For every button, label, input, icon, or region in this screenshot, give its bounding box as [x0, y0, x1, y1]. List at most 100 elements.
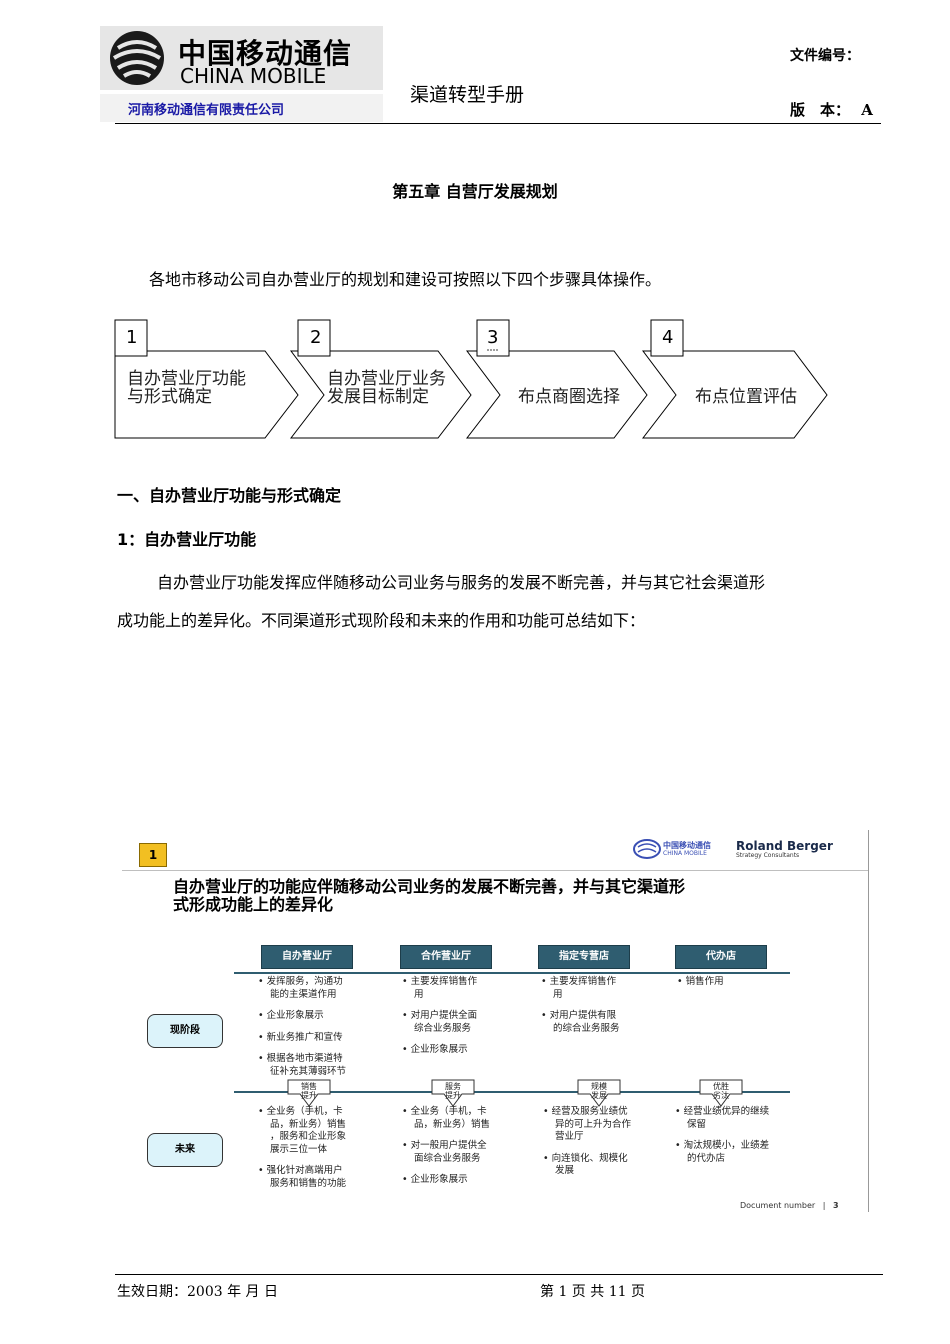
company-bar [100, 94, 383, 122]
embedded-slide [118, 830, 870, 1215]
slide-middle-rule [234, 1091, 790, 1093]
list-item: • 强化针对高端用户 [258, 1165, 343, 1176]
step-2-label-line1: 自办营业厅业务 [327, 369, 446, 389]
slide-title-line2: 式形成功能上的差异化 [173, 895, 334, 914]
roland-berger-sub: Strategy Consultants [736, 852, 800, 859]
body-paragraph-line2: 成功能上的差异化。不同渠道形式现阶段和未来的作用和功能可总结如下： [117, 611, 646, 630]
file-number-label: 文件编号： [790, 48, 860, 64]
future-self-run-list: • 全业务（手机，卡 品，新业务）销售 ，服务和企业形象 展示三位一体 • 强化… [258, 1106, 346, 1190]
list-item: • 淘汰规模小，业绩差 [675, 1140, 770, 1151]
arrow-survival-fittest [699, 1079, 743, 1107]
header-divider [115, 123, 881, 124]
future-designated-list: • 经营及服务业绩优 异的可上升为合作 营业厅 • 向连锁化、规模化 发展 [543, 1106, 631, 1178]
subsection-heading: 1：自办营业厅功能 [117, 530, 257, 549]
column-header-designated: 指定专营店 [538, 945, 630, 969]
china-mobile-logo-icon [110, 31, 164, 85]
current-agent-list: • 销售作用 [677, 976, 724, 989]
list-item: 的综合业务服务 [553, 1022, 620, 1034]
list-item: • 向连锁化、规模化 [543, 1152, 628, 1164]
chapter-title: 第五章 自营厅发展规划 [392, 182, 558, 201]
row-label-current: 现阶段 [147, 1014, 223, 1048]
list-item: • 对用户提供全面 [402, 1010, 478, 1021]
list-item: 用 [414, 988, 424, 1000]
list-item: • 企业形象展示 [402, 1174, 468, 1185]
list-item: 面综合业务服务 [414, 1152, 481, 1164]
step-2-number: 2 [310, 327, 322, 348]
china-mobile-logo: 中国移动通信 CHINA MOBILE [100, 26, 383, 90]
step-4-number-box [650, 319, 684, 357]
step-3-chevron [465, 350, 648, 439]
step-3-label: 布点商圈选择 [518, 387, 620, 407]
list-item: • 企业形象展示 [258, 1010, 324, 1021]
process-steps-diagram [114, 319, 828, 439]
roland-berger-name: Roland Berger [736, 839, 833, 853]
document-title: 渠道转型手册 [410, 84, 525, 106]
footer-divider [115, 1274, 883, 1275]
list-item: • 主要发挥销售作 [541, 976, 617, 987]
slide-page-number: 3 [833, 1201, 839, 1210]
list-item: 综合业务服务 [414, 1022, 472, 1034]
slide-logo-cn: 中国移动通信 [663, 841, 711, 850]
column-header-agent: 代办店 [675, 945, 767, 969]
list-item: • 根据各地市渠道特 [258, 1053, 343, 1064]
current-self-run-list: • 发挥服务，沟通功 能的主渠道作用 • 企业形象展示 • 新业务推广和宣传 •… [258, 976, 346, 1078]
slide-logo-en: CHINA MOBILE [663, 850, 707, 857]
list-item: 的代办店 [687, 1152, 726, 1164]
step-2-label: 自办营业厅业务 发展目标制定 [327, 370, 446, 406]
column-header-cooperative: 合作营业厅 [400, 945, 492, 969]
list-item: • 新业务推广和宣传 [258, 1031, 343, 1043]
list-item: • 经营及服务业绩优 [543, 1106, 628, 1117]
list-item: • 全业务（手机，卡 [258, 1106, 343, 1117]
list-item: • 对用户提供有限 [541, 1010, 617, 1021]
slide-header-rule [122, 870, 868, 871]
step-2-number-box [297, 319, 331, 357]
slide-badge: 1 [139, 843, 167, 867]
current-cooperative-list: • 主要发挥销售作 用 • 对用户提供全面 综合业务服务 • 企业形象展示 [402, 976, 477, 1057]
future-cooperative-list: • 全业务（手机，卡 品，新业务）销售 • 对一般用户提供全 面综合业务服务 •… [402, 1106, 490, 1187]
step-1-label: 自办营业厅功能 与形式确定 [127, 370, 246, 406]
step-1-chevron [114, 350, 299, 439]
version-line: 版 本： A [790, 99, 873, 120]
list-item: 展示三位一体 [270, 1143, 328, 1155]
arrow-label-sales: 销售提升 [301, 1082, 317, 1100]
step-2-chevron [289, 350, 472, 439]
step-2-label-line2: 发展目标制定 [327, 387, 429, 407]
list-item: 用 [553, 988, 563, 1000]
list-item: 能的主渠道作用 [270, 988, 337, 1000]
column-header-self-run: 自办营业厅 [261, 945, 353, 969]
effective-date: 生效日期：2003 年 月 日 [117, 1284, 278, 1300]
step-1-number-box [114, 319, 148, 357]
arrow-service-up [431, 1079, 475, 1107]
list-item: 征补充其薄弱环节 [270, 1065, 347, 1077]
slide-top-rule [234, 972, 790, 974]
list-item: • 对一般用户提供全 [402, 1140, 487, 1151]
list-item: ，服务和企业形象 [270, 1131, 347, 1142]
company-name: 河南移动通信有限责任公司 [128, 103, 285, 118]
list-item: • 全业务（手机，卡 [402, 1106, 487, 1117]
logo-text-cn: 中国移动通信 [178, 37, 353, 70]
list-item: 保留 [687, 1118, 707, 1130]
arrow-label-scale: 规模发展 [591, 1082, 607, 1100]
step-1-number: 1 [126, 327, 138, 348]
future-agent-list: • 经营业绩优异的继续 保留 • 淘汰规模小，业绩差 的代办店 [675, 1106, 769, 1165]
row-label-future: 未来 [147, 1133, 223, 1167]
document-number-label: Document number [740, 1201, 816, 1210]
list-item: • 发挥服务，沟通功 [258, 976, 343, 987]
step-4-chevron [641, 350, 828, 439]
step-4-label: 布点位置评估 [695, 387, 797, 407]
step-1-label-line1: 自办营业厅功能 [127, 369, 246, 389]
step-1-label-line2: 与形式确定 [127, 387, 212, 407]
current-designated-list: • 主要发挥销售作 用 • 对用户提供有限 的综合业务服务 [541, 976, 620, 1035]
slide-right-border [868, 830, 869, 1212]
list-item: • 销售作用 [677, 976, 724, 987]
body-paragraph-line1: 自办营业厅功能发挥应伴随移动公司业务与服务的发展不断完善，并与其它社会渠道形 [157, 573, 766, 592]
step-4-number: 4 [662, 327, 674, 348]
arrow-label-service: 服务提升 [445, 1082, 461, 1100]
slide-china-mobile-icon [633, 839, 661, 859]
list-item: 营业厅 [555, 1131, 584, 1142]
page-indicator: 第 1 页 共 11 页 [540, 1284, 645, 1300]
list-item: 发展 [555, 1165, 575, 1176]
arrow-label-fittest: 优胜劣汰 [713, 1082, 729, 1100]
list-item: • 经营业绩优异的继续 [675, 1106, 770, 1117]
list-item: 品，新业务）销售 [270, 1118, 347, 1130]
